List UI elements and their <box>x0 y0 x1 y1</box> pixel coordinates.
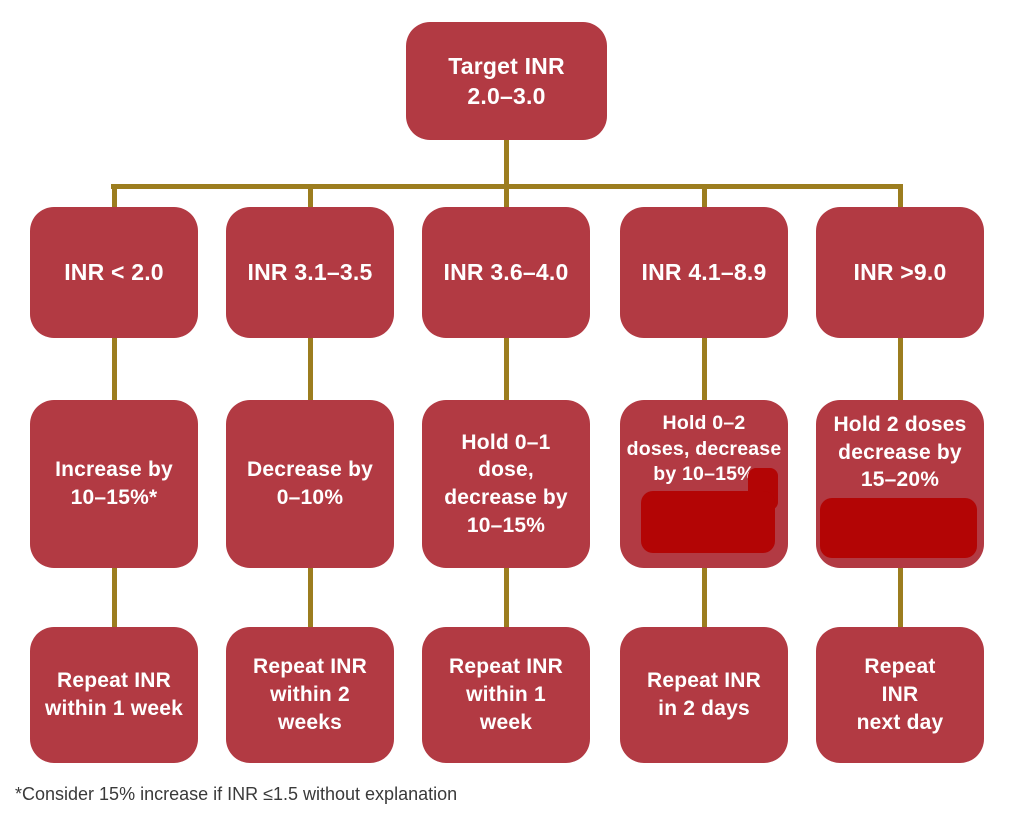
connector-mid-col1 <box>112 337 117 400</box>
action-label: Increase by 10–15%* <box>55 458 173 509</box>
condition-label: INR 3.1–3.5 <box>247 259 373 286</box>
followup-label: Repeat INR within 1 week <box>448 655 564 734</box>
connector-low-col1 <box>112 567 117 627</box>
footnote: *Consider 15% increase if INR ≤1.5 witho… <box>15 784 458 804</box>
action-box-col2: Decrease by 0–10% <box>226 400 394 568</box>
condition-label: INR < 2.0 <box>64 259 164 286</box>
connector-mid-col2 <box>308 337 313 400</box>
followup-box-col1: Repeat INR within 1 week <box>30 627 198 763</box>
redaction-block-col5 <box>820 498 977 558</box>
followup-label: Repeat INR within 1 week <box>45 669 183 720</box>
action-label: Hold 0–1 dose, decrease by 10–15% <box>444 430 568 537</box>
condition-label: INR 3.6–4.0 <box>443 259 569 286</box>
target-inr-label: Target INR 2.0–3.0 <box>448 52 565 109</box>
action-box-col3: Hold 0–1 dose, decrease by 10–15% <box>422 400 590 568</box>
connector-low-col4 <box>702 567 707 627</box>
action-label: Hold 2 doses decrease by 15–20% <box>833 413 967 492</box>
condition-label: INR 4.1–8.9 <box>641 259 767 286</box>
connector-mid-col3 <box>504 337 509 400</box>
connector-trunk <box>504 140 509 186</box>
connector-low-col3 <box>504 567 509 627</box>
condition-box-inr-3-6-4-0: INR 3.6–4.0 <box>422 207 590 338</box>
followup-box-col3: Repeat INR within 1 week <box>422 627 590 763</box>
connector-mid-col5 <box>898 337 903 400</box>
connector-drop-col4 <box>702 186 707 207</box>
followup-box-col2: Repeat INR within 2 weeks <box>226 627 394 763</box>
connector-low-col2 <box>308 567 313 627</box>
redaction-block-col4-large <box>641 491 775 553</box>
condition-box-inr-gt-9: INR >9.0 <box>816 207 984 338</box>
followup-label: Repeat INR in 2 days <box>646 669 762 720</box>
connector-mid-col4 <box>702 337 707 400</box>
action-label: Hold 0–2 doses, decrease by 10–15% <box>626 412 782 486</box>
condition-label: INR >9.0 <box>853 259 947 286</box>
followup-label: Repeat INR within 2 weeks <box>252 655 368 734</box>
connector-low-col5 <box>898 567 903 627</box>
connector-drop-col1 <box>112 186 117 207</box>
condition-box-inr-4-1-8-9: INR 4.1–8.9 <box>620 207 788 338</box>
condition-box-inr-lt-2: INR < 2.0 <box>30 207 198 338</box>
connector-drop-col5 <box>898 186 903 207</box>
connector-drop-col3 <box>504 186 509 207</box>
connector-drop-col2 <box>308 186 313 207</box>
followup-box-col4: Repeat INR in 2 days <box>620 627 788 763</box>
followup-box-col5: Repeat INR next day <box>816 627 984 763</box>
followup-label: Repeat INR next day <box>856 655 944 734</box>
condition-box-inr-3-1-3-5: INR 3.1–3.5 <box>226 207 394 338</box>
action-box-col1: Increase by 10–15%* <box>30 400 198 568</box>
action-label: Decrease by 0–10% <box>247 458 373 509</box>
target-inr-box: Target INR 2.0–3.0 <box>406 22 607 140</box>
